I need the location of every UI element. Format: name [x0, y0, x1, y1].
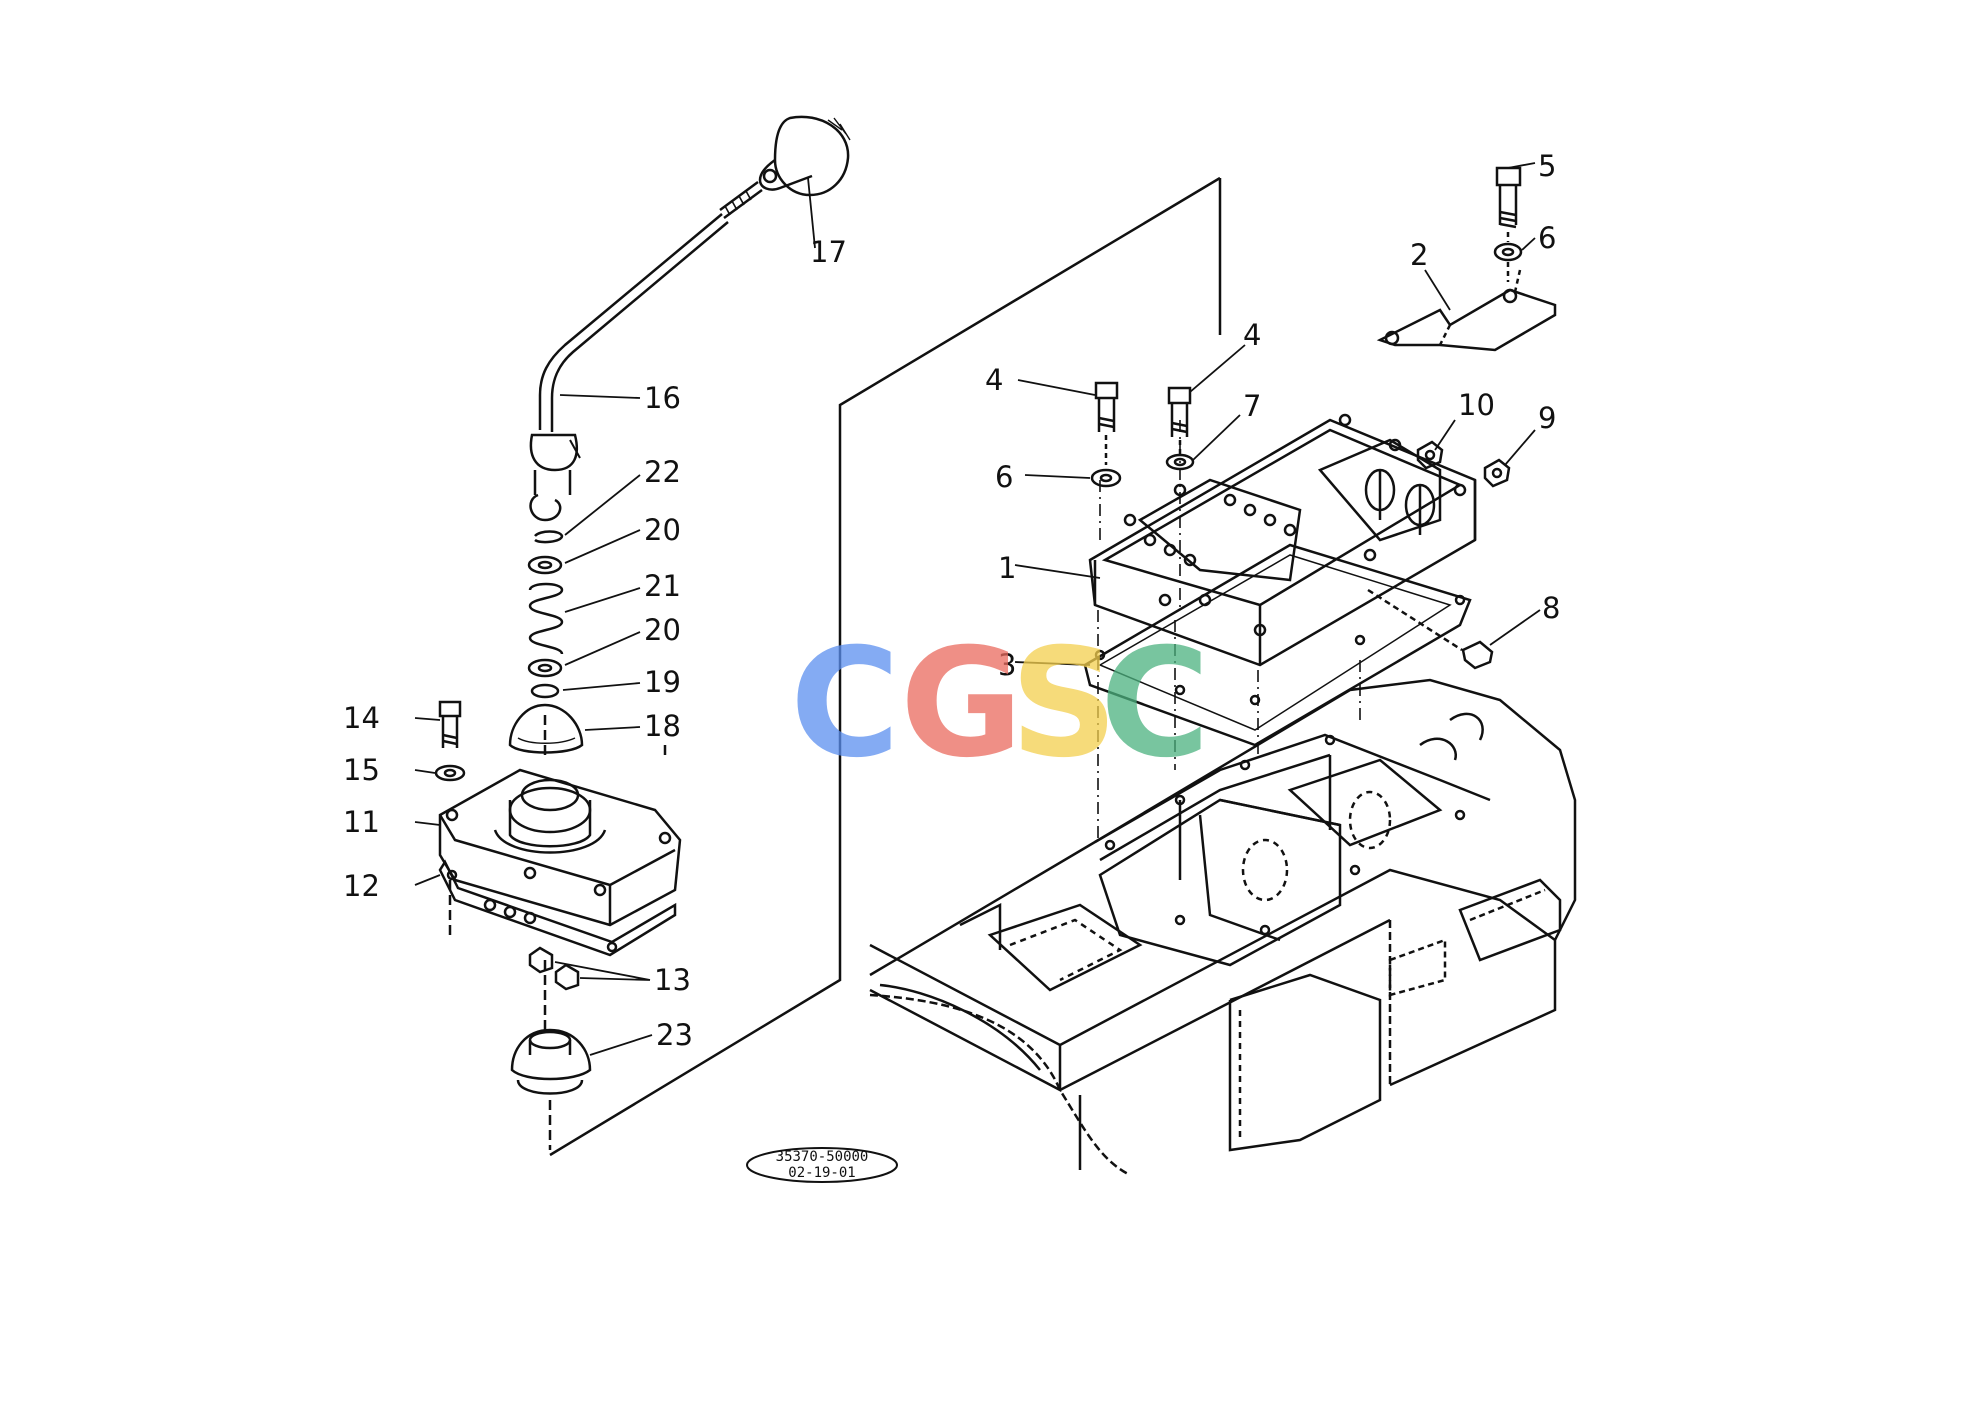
callout-13: 13: [654, 963, 691, 997]
watermark-letter: G: [900, 617, 1023, 791]
callout-18: 18: [644, 709, 681, 743]
callout-6-right: 6: [1538, 221, 1556, 255]
callout-12: 12: [343, 869, 380, 903]
frame-plane: [549, 176, 1222, 1157]
callout-5: 5: [1538, 149, 1556, 183]
callout-16: 16: [644, 381, 681, 415]
watermark-letter: C: [790, 617, 900, 791]
callout-4-right: 4: [1243, 318, 1261, 352]
callout-3: 3: [998, 648, 1016, 682]
callout-8: 8: [1542, 591, 1560, 625]
drawing-reference-stamp: 35370-50000 02-19-01: [746, 1147, 898, 1183]
callout-17: 17: [810, 235, 847, 269]
callout-9: 9: [1538, 401, 1556, 435]
callout-15: 15: [343, 753, 380, 787]
callout-20-lower: 20: [644, 613, 681, 647]
callout-19: 19: [644, 665, 681, 699]
top-cover-assembly: [1083, 413, 1477, 840]
callout-labels: 17 16 22 20 21 20 19 18 14 15 11 12 13 2…: [343, 149, 1560, 1052]
callout-23: 23: [656, 1018, 693, 1052]
callout-20-upper: 20: [644, 513, 681, 547]
sheet-number: 02-19-01: [788, 1165, 855, 1181]
callout-10: 10: [1458, 388, 1495, 422]
watermark-letter: S: [1010, 617, 1118, 791]
watermark-logo: C G S C: [790, 617, 1210, 791]
callout-7: 7: [1243, 389, 1261, 423]
callout-14: 14: [343, 701, 380, 735]
shift-lever-assembly: [434, 115, 851, 1150]
callout-21: 21: [644, 569, 681, 603]
callout-4-left: 4: [985, 363, 1003, 397]
callout-11: 11: [343, 805, 380, 839]
callout-6-left: 6: [995, 460, 1013, 494]
callout-22: 22: [644, 455, 681, 489]
part-number: 35370-50000: [776, 1149, 869, 1165]
plate-and-fasteners: [1090, 166, 1557, 670]
watermark-letter: C: [1100, 617, 1210, 791]
callout-2: 2: [1410, 238, 1428, 272]
callout-1: 1: [998, 551, 1016, 585]
transmission-case: [869, 678, 1577, 1177]
leader-lines: [414, 162, 1541, 1056]
